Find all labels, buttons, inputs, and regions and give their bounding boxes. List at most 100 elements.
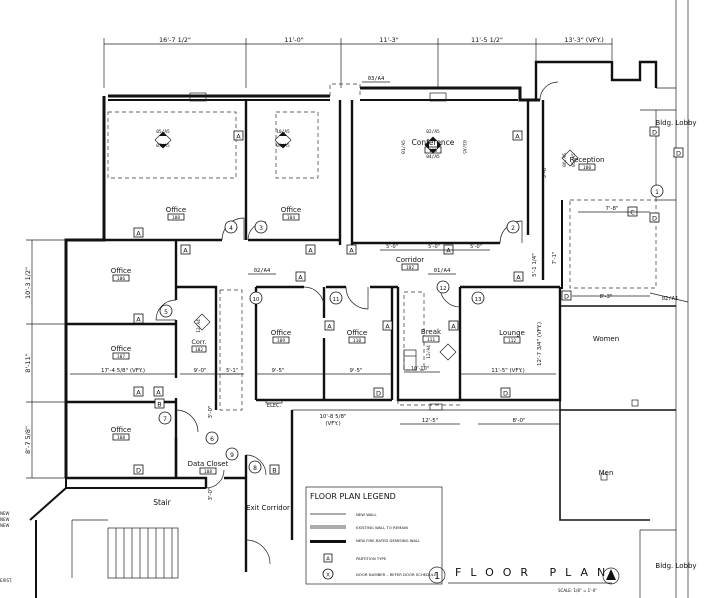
cabinet (429, 403, 443, 411)
left-edge-notes: NEW NEW NEW EXIST. (0, 511, 12, 583)
elev-ref: 12/A4 (426, 345, 432, 359)
room-number-box (503, 336, 521, 344)
room-number: 102 (406, 265, 414, 271)
door-number: 2 (511, 225, 515, 232)
section-mark: 03/A4 (368, 76, 385, 82)
elev-ref: 03/A5 (461, 140, 467, 154)
legend-door-symbol: X (326, 573, 330, 579)
elev-ref: 01/A5 (401, 140, 407, 154)
dashed-outlines (107, 83, 657, 411)
dim-inner: 9'-0" (193, 368, 206, 374)
legend-item: PARTITION TYPE (356, 556, 387, 561)
partition-tag: A (136, 389, 141, 397)
door-number: 8 (253, 465, 257, 472)
dim-left-1: 10'-3 1/2" (24, 267, 32, 299)
dim-inner: 9'-5" (349, 368, 362, 374)
floor-drain (600, 473, 608, 481)
partition-tag: A (183, 247, 188, 255)
room-number-box (282, 213, 300, 221)
partition-tag: D (136, 467, 141, 475)
dim-inner: 3'-0" (208, 487, 214, 500)
room-name: Office (271, 329, 291, 337)
dim-inner: 10'-8 5/8" (319, 414, 346, 420)
top-dimension-string: 16'-7 1/2" 11'-0" 11'-3" 11'-5 1/2" 13'-… (103, 36, 613, 88)
partition-tag: A (515, 133, 520, 141)
door-number: 4 (229, 225, 233, 232)
dim-inner: 7'-8" (605, 206, 618, 212)
room-name: Data Closet (188, 460, 229, 468)
partition-tag: D (652, 215, 657, 223)
room-number-box (167, 213, 185, 221)
partition-tag: D (503, 390, 508, 398)
room-name: Corr. (191, 338, 206, 346)
partition-tag: A (136, 316, 141, 324)
door-number: 5 (164, 309, 168, 316)
north-arrow-icon (602, 567, 620, 585)
room-number-box (422, 335, 440, 343)
room-number: 106 (117, 276, 125, 282)
room-name: Office (166, 206, 186, 214)
dim-top-5: 13'-3" (VFY.) (564, 36, 604, 44)
partition-tag: D (376, 390, 381, 398)
dim-inner: 5'-1" (226, 368, 238, 374)
room-name: Office (111, 267, 131, 275)
partition-tag: A (298, 274, 303, 282)
elev-ref: 04/A5 (426, 154, 440, 160)
room-number: 107 (117, 354, 125, 360)
dim-inner: 5'-0" (428, 244, 440, 250)
partition-tag: A (385, 323, 390, 331)
door-number: 6 (210, 436, 214, 443)
room-name: Stair (153, 498, 171, 507)
dim-inner: 8'-0" (512, 418, 525, 424)
dim-top-1: 16'-7 1/2" (159, 36, 191, 44)
elev-ref: 12/A4 (196, 319, 202, 333)
room-name: Men (599, 469, 614, 477)
room-number-box (199, 467, 217, 475)
room-name: Office (281, 206, 301, 214)
door-number: 7 (163, 416, 167, 423)
partition-tag: B (272, 467, 276, 475)
room-number: 112 (508, 338, 516, 344)
room-number: 109 (277, 338, 285, 344)
room-name: Office (111, 426, 131, 434)
walls (29, 60, 676, 598)
partition-tag: C (630, 209, 635, 217)
floor-drain (631, 399, 639, 407)
room-number-box (578, 163, 596, 171)
dim-inner: 5'-6" (542, 165, 548, 178)
dim-inner: 11'-5" (VFY.) (491, 368, 524, 374)
room-name: Break (421, 328, 442, 336)
sink (403, 349, 417, 371)
section-marks: 03/A4 02/A4 01/A4 02/A1 (248, 76, 689, 303)
dim-inner: 7'-1" (552, 251, 558, 264)
room-number: 102 (195, 347, 203, 353)
room-number: 110 (353, 338, 361, 344)
partition-tag: A (156, 389, 161, 397)
partition-tag: B (157, 401, 161, 409)
door-number: 9 (230, 452, 234, 459)
dim-top-3: 11'-3" (379, 36, 399, 44)
door-number: 1 (655, 189, 659, 196)
door-number: 11 (333, 297, 340, 303)
left-note: EXIST. (0, 578, 12, 583)
dim-inner: 3'-0" (208, 405, 214, 418)
dim-inner: (VFY.) (325, 421, 340, 427)
section-mark: 02/A4 (254, 268, 271, 274)
partition-tag: A (451, 323, 456, 331)
section-mark: 02/A1 (662, 296, 679, 302)
elec-label: ELEC. (267, 403, 282, 409)
room-name: Conference (412, 138, 455, 147)
room-number: 108 (204, 469, 212, 475)
room-number-box (401, 263, 419, 271)
partition-tag: A (236, 133, 241, 141)
partition-tag: A (446, 247, 451, 255)
legend-item: EXISTING WALL TO REMAIN (356, 525, 408, 530)
room-name: Lounge (499, 329, 525, 337)
room-number-box (191, 345, 207, 353)
door-number: 13 (475, 297, 482, 303)
room-name-exit: Exit Corridor (246, 504, 290, 512)
left-note: NEW (0, 523, 10, 528)
dim-inner: 12'-5" (422, 418, 439, 424)
drawing-number: 1 (434, 571, 440, 582)
elevation-tags: 05/A5 07/A5 10/A5 09/A5 02/A5 04/A5 01/A… (154, 129, 579, 361)
